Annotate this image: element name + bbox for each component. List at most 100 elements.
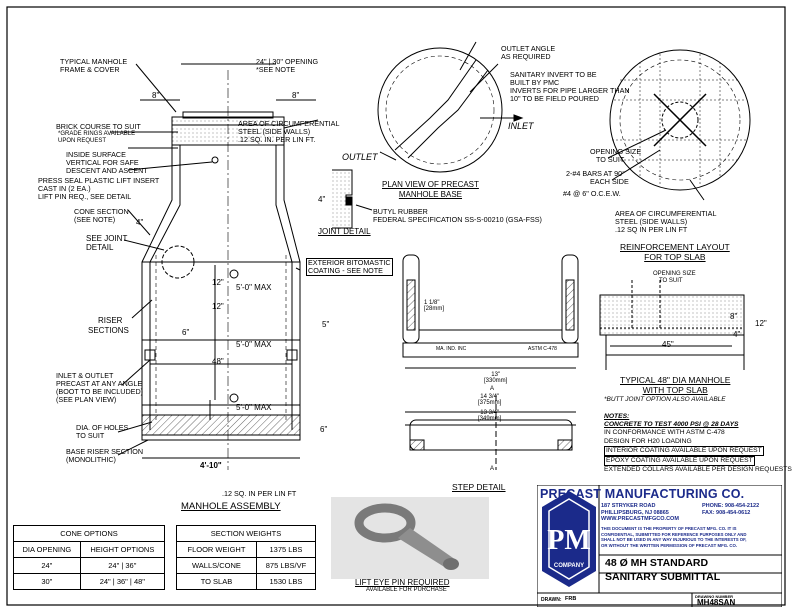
drawn-label: DRAWN: bbox=[541, 597, 562, 603]
slab-dim-4: 4" bbox=[733, 330, 741, 339]
logo-letters: PM bbox=[547, 525, 591, 556]
step-dim-13b: 13 3/4" [349mm] bbox=[478, 410, 502, 422]
base-riser-label: BASE RISER SECTION (MONOLITHIC) bbox=[66, 447, 144, 464]
joint-detail-title: JOINT DETAIL bbox=[318, 227, 371, 236]
reinf-bars-label: 2-#4 BARS AT 90° EACH SIDE bbox=[566, 169, 629, 186]
number-label: DRAWING NUMBER bbox=[695, 594, 733, 599]
frame-label: TYPICAL MANHOLE FRAME & COVER bbox=[60, 57, 128, 74]
dim-5: 5" bbox=[322, 320, 330, 329]
joint-detail-drawing bbox=[332, 169, 373, 229]
step-dim-13: 13" [330mm] bbox=[484, 372, 508, 384]
reinforcement-title: REINFORCEMENT LAYOUT FOR TOP SLAB bbox=[620, 242, 730, 262]
lift-eye-pin-illustration bbox=[331, 497, 489, 579]
inside-surface-label: INSIDE SURFACE VERTICAL FOR SAFE DESCENT… bbox=[66, 150, 148, 175]
table-cell: WALLS/CONE bbox=[176, 557, 257, 574]
inlet-label: INLET bbox=[508, 121, 534, 131]
notes-heading: NOTES: bbox=[604, 413, 630, 420]
section-weights-table: SECTION WEIGHTS FLOOR WEIGHT 1375 LBS WA… bbox=[176, 525, 317, 590]
section-a-top: A bbox=[490, 386, 495, 392]
plan-view-drawing bbox=[377, 41, 524, 173]
outlet-label: OUTLET bbox=[342, 152, 378, 162]
table-cell: 30" bbox=[13, 573, 81, 590]
disclaimer: THIS DOCUMENT IS THE PROPERTY OF PRECAST… bbox=[601, 526, 747, 548]
section-weights-title: SECTION WEIGHTS bbox=[176, 525, 316, 542]
area-circ-label: AREA OF CIRCUMFERENTIAL STEEL (SIDE WALL… bbox=[238, 119, 340, 144]
sheet-border bbox=[6, 6, 786, 606]
butyl-label: BUTYL RUBBER bbox=[373, 207, 428, 216]
number-value: MH48SAN bbox=[697, 598, 736, 607]
dim-12a: 12" bbox=[212, 278, 224, 287]
cone-options-title: CONE OPTIONS bbox=[13, 525, 165, 542]
dim-12b: 12" bbox=[212, 302, 224, 311]
inlet-outlet-label: INLET & OUTLET PRECAST AT ANY ANGLE (BOO… bbox=[56, 371, 144, 404]
sq-in-bottom-label: .12 SQ. IN PER LIN FT bbox=[222, 489, 297, 498]
cone-section-label: CONE SECTION (SEE NOTE) bbox=[74, 207, 129, 224]
title-block: PM COMPANY PRECAST MANUFACTURING CO. 187… bbox=[537, 485, 782, 607]
table-cell: 1375 LBS bbox=[255, 541, 317, 558]
opening-label: 24" | 30" OPENING *SEE NOTE bbox=[256, 57, 319, 74]
step-dim-1-18: 1 1/8" [28mm] bbox=[424, 300, 445, 312]
logo-hexagon bbox=[542, 491, 596, 587]
dim-cone-4: 4" bbox=[136, 218, 144, 227]
joint-dim-4: 4" bbox=[318, 195, 326, 204]
dim-top-right: 8" bbox=[292, 91, 300, 100]
lift-pin-sub: AVAILABLE FOR PURCHASE bbox=[366, 587, 447, 593]
table-cell: 24" bbox=[13, 557, 81, 574]
note-line: DESIGN FOR H20 LOADING bbox=[604, 437, 692, 445]
slab-dim-8: 8" bbox=[730, 312, 738, 321]
note-line: CONCRETE TO TEST 4000 PSI @ 28 DAYS bbox=[604, 421, 739, 429]
note-line: IN CONFORMANCE WITH ASTM C-478 bbox=[604, 429, 725, 437]
note-line: EXTENDED COLLARS AVAILABLE PER DESIGN RE… bbox=[604, 466, 792, 474]
drawing-title-1: 48 Ø MH STANDARD bbox=[605, 557, 709, 569]
step-detail-title: STEP DETAIL bbox=[452, 482, 506, 492]
dim-width: 4'-10" bbox=[200, 461, 222, 470]
exterior-coating-label: EXTERIOR BITOMASTIC COATING - SEE NOTE bbox=[306, 258, 393, 276]
plan-view-title: PLAN VIEW OF PRECAST MANHOLE BASE bbox=[382, 180, 479, 199]
slab-opening-label: OPENING SIZE TO SUIT bbox=[653, 271, 696, 284]
step-brand: MA. IND. INC bbox=[436, 346, 467, 352]
note-line: EPOXY COATING AVAILABLE UPON REQUEST bbox=[604, 456, 755, 467]
table-cell: 24" | 36" bbox=[79, 557, 166, 574]
dim-max2: 5'-0" MAX bbox=[236, 340, 272, 349]
manhole-assembly-drawing bbox=[110, 63, 319, 470]
dim-top-left: 8" bbox=[152, 91, 160, 100]
step-model: ASTM C-478 bbox=[528, 346, 557, 352]
logo-word: COMPANY bbox=[554, 563, 584, 569]
company-name: PRECAST MANUFACTURING CO. bbox=[540, 487, 745, 501]
reinf-cew-label: #4 @ 6" O.C.E.W. bbox=[563, 189, 621, 198]
outlet-angle-label: OUTLET ANGLE AS REQUIRED bbox=[501, 44, 556, 61]
title-block-frame bbox=[537, 485, 782, 607]
top-slab-drawing bbox=[599, 280, 745, 370]
notes-block: NOTES: CONCRETE TO TEST 4000 PSI @ 28 DA… bbox=[604, 413, 792, 474]
drawing-title-2: SANITARY SUBMITTAL bbox=[605, 571, 721, 583]
federal-label: FEDERAL SPECIFICATION SS-S-00210 (GSA-FS… bbox=[373, 215, 542, 224]
dim-48: 48" bbox=[212, 357, 224, 366]
butt-joint-label: *BUTT JOINT OPTION ALSO AVAILABLE bbox=[604, 396, 726, 403]
slab-dim-45: 45" bbox=[662, 340, 674, 349]
drawn-value: FRB bbox=[565, 596, 577, 602]
table-cell: TO SLAB bbox=[176, 573, 257, 590]
grade-rings-label: *GRADE RINGS AVAILABLE UPON REQUEST bbox=[58, 131, 136, 144]
company-logo: PM COMPANY bbox=[542, 491, 596, 587]
cone-options-table: CONE OPTIONS DIA OPENING HEIGHT OPTIONS … bbox=[13, 525, 166, 590]
dim-max1: 5'-0" MAX bbox=[236, 283, 272, 292]
company-contact: PHONE: 908-454-2122 FAX: 908-454-0612 bbox=[702, 503, 760, 516]
press-seal-label: PRESS SEAL PLASTIC LIFT INSERT CAST IN (… bbox=[38, 176, 160, 201]
section-a-bottom: A bbox=[490, 466, 495, 472]
table-header: HEIGHT OPTIONS bbox=[79, 541, 166, 558]
brick-label: BRICK COURSE TO SUIT bbox=[56, 122, 141, 131]
reinforcement-layout-drawing bbox=[607, 49, 751, 201]
table-cell: FLOOR WEIGHT bbox=[176, 541, 257, 558]
note-line: INTERIOR COATING AVAILABLE UPON REQUEST bbox=[604, 445, 764, 457]
slab-dim-12: 12" bbox=[755, 319, 767, 328]
step-detail-drawing bbox=[402, 254, 579, 470]
table-cell: 24" | 36" | 48" bbox=[79, 573, 166, 590]
dim-max3: 5'-0" MAX bbox=[236, 403, 272, 412]
sanitary-label: SANITARY INVERT TO BE BUILT BY PMC INVER… bbox=[510, 70, 630, 103]
manhole-assembly-title: MANHOLE ASSEMBLY bbox=[181, 501, 281, 512]
dim-base-6: 6" bbox=[320, 425, 328, 434]
reinf-area-label: AREA OF CIRCUMFERENTIAL STEEL (SIDE WALL… bbox=[615, 209, 717, 234]
company-address: 187 STRYKER ROAD PHILLIPSBURG, NJ 08865 … bbox=[601, 503, 679, 522]
table-header: DIA OPENING bbox=[13, 541, 81, 558]
